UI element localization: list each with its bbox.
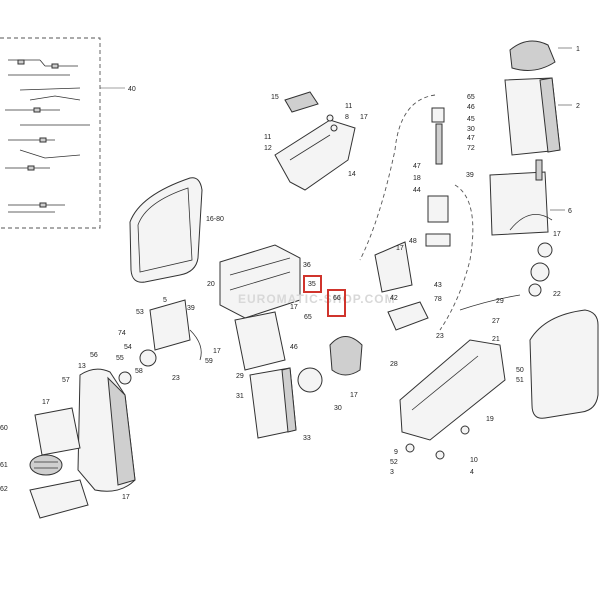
boiler-column	[359, 94, 474, 331]
part-label: 47	[467, 135, 475, 142]
part-label: 11	[345, 103, 352, 110]
control-board	[219, 244, 301, 319]
part-label: 44	[413, 187, 421, 194]
part-label: 29	[236, 373, 244, 380]
part-label: 23	[436, 333, 444, 340]
part-label: 5	[163, 297, 167, 304]
part-label: 29	[496, 298, 504, 305]
part-label: 18	[413, 175, 421, 182]
part-label: 8	[345, 114, 349, 121]
part-label: 40	[128, 86, 136, 93]
part-label: 46	[290, 344, 298, 351]
part-label: 43	[434, 282, 442, 289]
part-label: 30	[334, 405, 342, 412]
part-label: 9	[394, 449, 398, 456]
base-frame	[399, 339, 506, 460]
part-label: 51	[516, 377, 524, 384]
part-label: 61	[0, 462, 8, 469]
dispenser-group	[118, 299, 202, 385]
part-label: 58	[135, 368, 143, 375]
part-label: 65	[304, 314, 312, 321]
part-label: 53	[136, 309, 144, 316]
part-label: 22	[553, 291, 561, 298]
highlight-box-66	[327, 289, 346, 317]
highlight-box-35	[303, 275, 322, 293]
part-label: 17	[122, 494, 130, 501]
part-label: 55	[116, 355, 124, 362]
part-label: 45	[467, 116, 475, 123]
tank-support	[489, 159, 553, 236]
part-label: 17	[360, 114, 368, 121]
part-label: 16-80	[206, 216, 224, 223]
part-label: 54	[124, 344, 132, 351]
part-label: 50	[516, 367, 524, 374]
part-label: 4	[470, 469, 474, 476]
part-label: 17	[350, 392, 358, 399]
frame-plate	[374, 241, 429, 331]
part-label: 1	[576, 46, 580, 53]
drip-tray	[29, 479, 89, 519]
part-label: 47	[413, 163, 421, 170]
brew-unit	[234, 311, 363, 439]
pump-assembly-right	[459, 242, 553, 311]
part-label: 35	[308, 281, 316, 288]
part-label: 20	[207, 281, 215, 288]
part-label: 27	[492, 318, 500, 325]
part-label: 23	[172, 375, 180, 382]
part-label: 15	[271, 94, 279, 101]
part-label: 21	[492, 336, 500, 343]
part-label: 28	[390, 361, 398, 368]
part-label: 48	[409, 238, 417, 245]
part-label: 60	[0, 425, 8, 432]
part-label: 11	[264, 134, 271, 141]
part-label: 12	[264, 145, 272, 152]
part-label: 78	[434, 296, 442, 303]
part-label: 17	[553, 231, 561, 238]
housing-front	[77, 368, 136, 492]
part-label: 13	[78, 363, 86, 370]
side-panel-right	[529, 309, 599, 419]
top-cover	[274, 91, 356, 191]
grounds-container	[34, 407, 81, 456]
drip-grid	[29, 454, 63, 476]
part-label: 3	[390, 469, 394, 476]
tank-lid	[509, 40, 556, 71]
part-label: 59	[205, 358, 213, 365]
watermark-text: EUROMATIC-SHOP.COM	[238, 292, 396, 306]
part-label: 52	[390, 459, 398, 466]
part-label: 19	[486, 416, 494, 423]
part-label: 57	[62, 377, 70, 384]
part-label: 74	[118, 330, 126, 337]
part-label: 2	[576, 103, 580, 110]
part-label: 14	[348, 171, 356, 178]
side-panel-left	[129, 177, 203, 283]
part-label: 17	[213, 348, 221, 355]
part-label: 46	[467, 104, 475, 111]
part-label: 42	[390, 295, 398, 302]
part-label: 39	[466, 172, 474, 179]
part-label: 36	[303, 262, 311, 269]
part-label: 72	[467, 145, 475, 152]
part-label: 31	[236, 393, 244, 400]
part-label: 65	[467, 94, 475, 101]
part-label: 33	[303, 435, 311, 442]
part-label: 10	[470, 457, 478, 464]
part-label: 66	[333, 295, 341, 302]
part-label: 56	[90, 352, 98, 359]
part-label: 17	[396, 245, 404, 252]
part-label: 30	[467, 126, 475, 133]
part-label: 6	[568, 208, 572, 215]
wiring-harness-inset	[0, 37, 101, 229]
part-label: 17	[42, 399, 50, 406]
water-tank	[504, 77, 561, 156]
callout-labels: 1 2 6 17 40 15 11 8 17 11 12 14 65 46 45…	[0, 46, 580, 501]
part-label: 62	[0, 486, 8, 493]
part-label: 17	[290, 304, 298, 311]
part-label: 39	[187, 305, 195, 312]
